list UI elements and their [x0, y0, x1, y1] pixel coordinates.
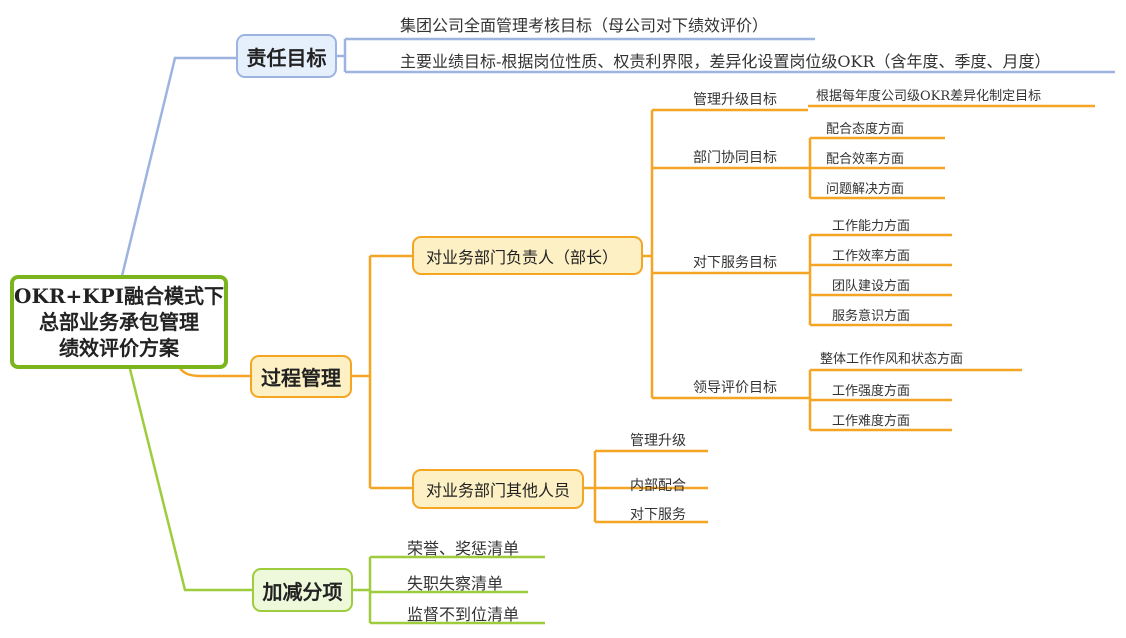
leaf-node[interactable]: 集团公司全面管理考核目标（母公司对下绩效评价） — [400, 16, 769, 35]
connector-root-process — [178, 367, 250, 378]
node-bonus[interactable]: 加减分项 — [252, 568, 353, 612]
leaf-node[interactable]: 主要业绩目标-根据岗位性质、权责利界限，差异化设置岗位级OKR（含年度、季度、月… — [400, 52, 1051, 71]
leaf-node[interactable]: 荣誉、奖惩清单 — [407, 539, 520, 558]
leaf-node[interactable]: 监督不到位清单 — [407, 605, 520, 624]
connector-group2-children — [808, 136, 945, 200]
leaf-node[interactable]: 工作效率方面 — [832, 249, 911, 264]
node-responsibility[interactable]: 责任目标 — [236, 34, 337, 78]
leaf-node[interactable]: 失职失察清单 — [407, 574, 504, 593]
connector-root-bonus — [128, 368, 252, 592]
leaf-node[interactable]: 配合态度方面 — [826, 122, 905, 137]
group-node[interactable]: 对下服务目标 — [693, 255, 777, 271]
leaf-node[interactable]: 对下服务 — [630, 507, 686, 523]
root-title-line: 绩效评价方案 — [59, 336, 179, 360]
leaf-node[interactable]: 工作强度方面 — [832, 384, 911, 399]
connector-bonus-children — [353, 555, 545, 625]
root-title-line: OKR+KPI融合模式下 — [14, 284, 224, 308]
connector-others-children — [584, 449, 708, 524]
leaf-node[interactable]: 团队建设方面 — [832, 279, 911, 294]
node-process[interactable]: 过程管理 — [250, 355, 352, 398]
leaf-node[interactable]: 内部配合 — [630, 478, 686, 494]
root-node[interactable]: OKR+KPI融合模式下 总部业务承包管理 绩效评价方案 — [10, 275, 228, 369]
root-title-line: 总部业务承包管理 — [39, 310, 199, 334]
leaf-node[interactable]: 根据每年度公司级OKR差异化制定目标 — [816, 89, 1042, 104]
connector-group3-children — [808, 233, 952, 327]
leaf-node[interactable]: 工作难度方面 — [832, 414, 911, 429]
node-others[interactable]: 对业务部门其他人员 — [412, 469, 584, 509]
connector-head-groups — [643, 108, 810, 400]
leaf-node[interactable]: 工作能力方面 — [832, 219, 911, 234]
connector-responsibility-children — [337, 37, 1115, 74]
connector-process-children — [352, 254, 412, 490]
leaf-node[interactable]: 整体工作作风和状态方面 — [820, 352, 964, 367]
group-node[interactable]: 领导评价目标 — [693, 380, 777, 396]
group-node[interactable]: 部门协同目标 — [693, 150, 777, 166]
leaf-node[interactable]: 问题解决方面 — [826, 182, 905, 197]
leaf-node[interactable]: 管理升级 — [630, 433, 686, 449]
connector-group4-children — [808, 368, 1022, 432]
leaf-node[interactable]: 服务意识方面 — [832, 309, 911, 324]
group-node[interactable]: 管理升级目标 — [693, 92, 777, 108]
connector-root-responsibility — [120, 56, 236, 277]
leaf-node[interactable]: 配合效率方面 — [826, 152, 905, 167]
node-head[interactable]: 对业务部门负责人（部长） — [412, 236, 643, 275]
